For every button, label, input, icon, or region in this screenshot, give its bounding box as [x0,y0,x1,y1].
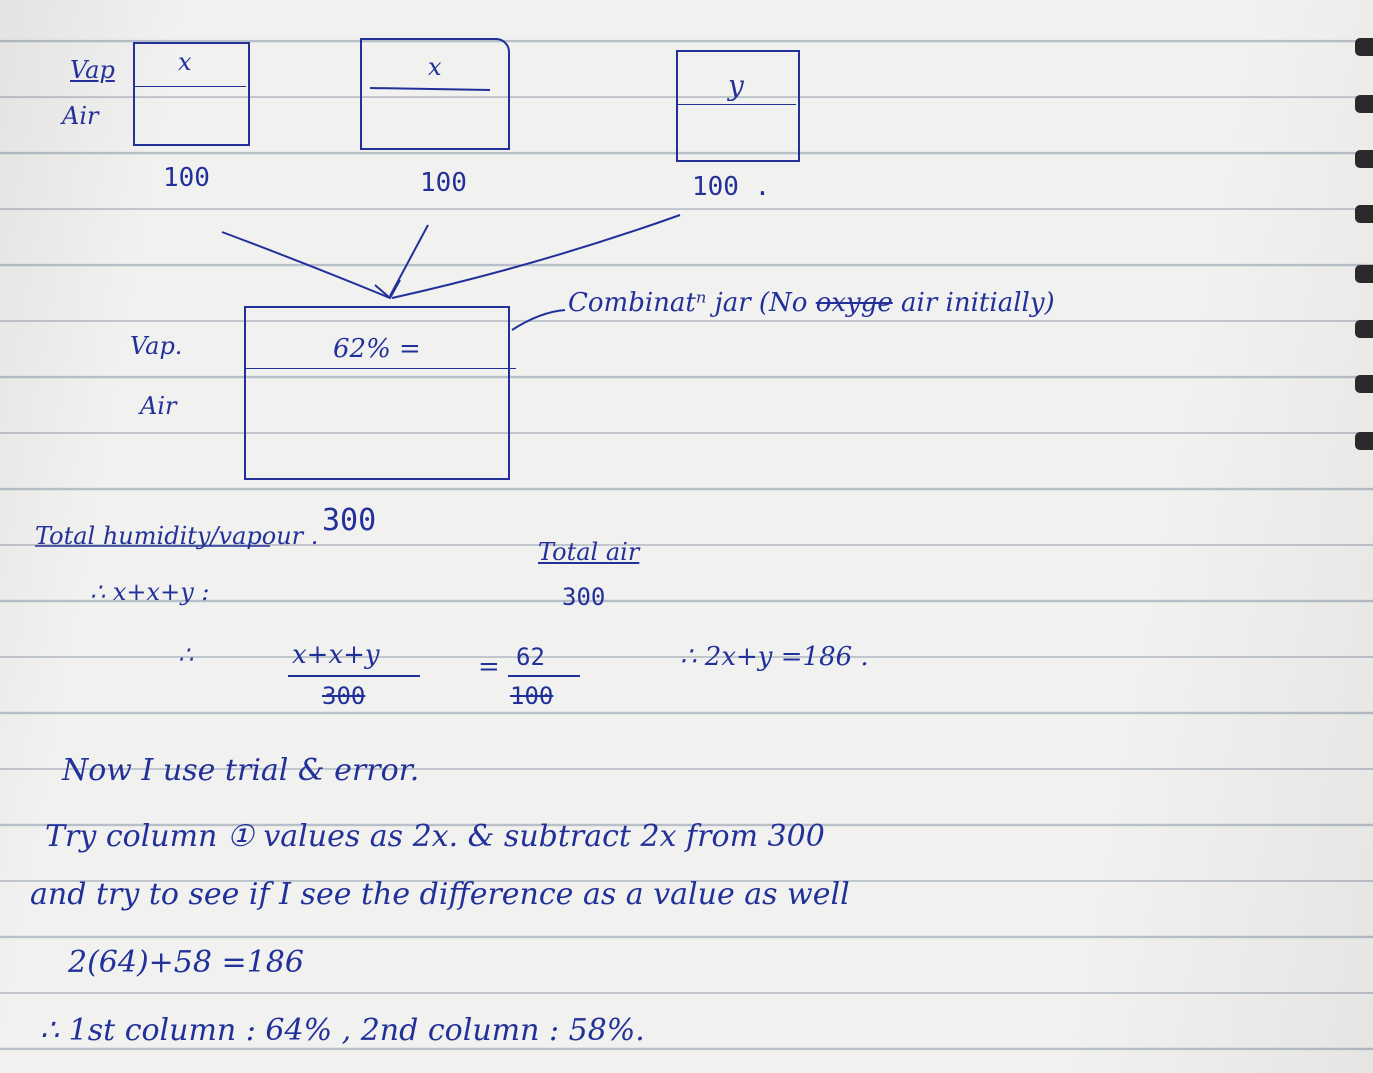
combined-jar [244,306,510,480]
spiral-binding [1353,0,1373,1073]
combined-jar-divider [244,368,516,369]
box-3-divider [676,104,796,105]
box-1-divider [133,86,246,87]
box-1 [133,42,250,146]
text-line-2: Try column ① values as 2x. & subtract 2x… [45,819,825,854]
sum-expression: ∴ x+x+y : [90,578,210,606]
combined-note-end: air initially) [901,288,1055,318]
text-line-5: ∴ 1st column : 64% , 2nd column : 58%. [40,1013,645,1048]
box-3 [676,50,800,162]
total-air-value: 300 [562,583,606,611]
text-line-3: and try to see if I see the difference a… [30,877,850,912]
fraction-numerator: x+x+y [292,640,380,670]
combined-note: Combinatⁿ jar (No oxyge air initially) [568,290,1055,316]
result-equation: ∴ 2x+y =186 . [680,642,869,672]
box-1-volume: 100 [163,163,210,193]
combined-volume: 300 [322,503,377,538]
combined-note-struck: oxyge [815,288,893,318]
box-2-vapour: x [428,53,442,81]
combined-vapour: 62% = [333,334,421,364]
combined-note-start: Combinatⁿ jar (No [568,288,808,318]
text-line-1: Now I use trial & error. [62,753,420,788]
therefore-symbol: ∴ [178,641,194,669]
equals-sign: = [478,652,500,682]
label-vap-combined: Vap. [130,332,183,360]
total-humidity-label: Total humidity/vapour . [35,522,319,550]
rhs-numerator: 62 [516,643,545,671]
fraction-denominator: 300 [322,682,366,710]
text-line-4: 2(64)+58 =186 [68,945,304,980]
total-air-label: Total air [538,538,640,566]
box-2-volume: 100 [420,168,467,198]
box-2 [360,38,510,150]
rhs-denominator: 100 [510,682,554,710]
box-3-vapour: y [728,69,744,102]
box-1-vapour: x [178,48,192,76]
label-air-top: Air [62,102,99,130]
label-vap-top: Vap [70,56,115,84]
label-air-combined: Air [140,392,177,420]
box-3-volume: 100 . [692,172,771,202]
